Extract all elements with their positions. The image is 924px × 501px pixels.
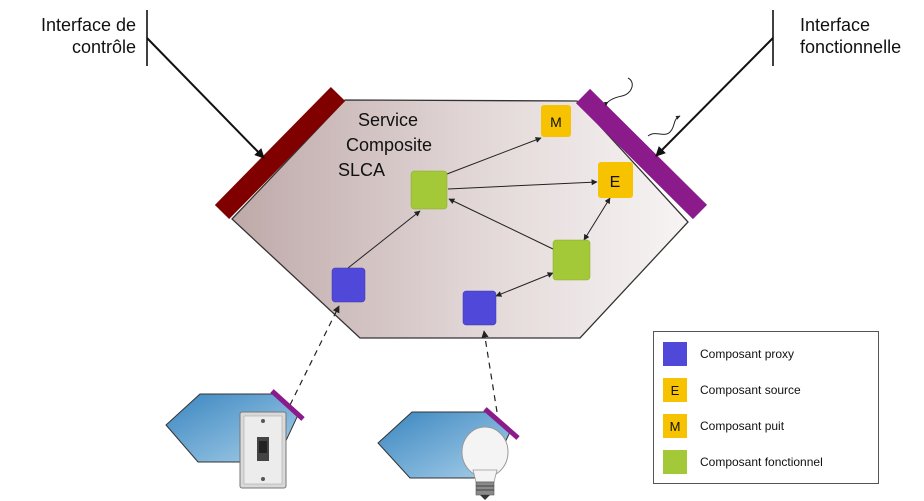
control-interface-label-line1: Interface de (40, 15, 136, 35)
legend-label-functional: Composant fonctionnel (700, 455, 823, 469)
bulb-base (475, 481, 495, 496)
legend-swatch-functional (663, 450, 687, 474)
legend-item-functional: Composant fonctionnel (663, 449, 823, 475)
legend-swatch-sink: M (663, 414, 687, 438)
switch-screw-top (261, 419, 265, 423)
wavy-arrow-out (647, 115, 681, 137)
proxy-component-2 (462, 290, 497, 326)
link-e-func2 (583, 197, 611, 241)
service-label-line1: Service (358, 110, 418, 130)
legend-symbol-source: E (670, 382, 680, 398)
link-func1-m (446, 137, 542, 175)
switch-screw-bottom (261, 477, 265, 481)
legend-item-source: E Composant source (663, 377, 801, 403)
functional-component-1 (410, 170, 448, 210)
source-component (598, 162, 633, 198)
proxy-component-1 (331, 267, 366, 303)
control-interface-label: Interface de contrôle (8, 14, 136, 58)
functional-interface-bar (575, 88, 708, 220)
legend-label-source: Composant source (700, 383, 801, 397)
source-component-letter: E (610, 174, 621, 191)
functional-interface-label: Interface fonctionnelle (800, 14, 924, 58)
legend: Composant proxy E Composant source M Com… (653, 331, 879, 484)
legend-label-sink: Composant puit (700, 419, 785, 433)
service-label-line3: SLCA (338, 160, 385, 180)
switch-device-interface (270, 389, 305, 421)
control-interface-arrow (146, 37, 265, 159)
link-proxy2-func2 (495, 272, 554, 297)
functional-interface-label-line2: fonctionnelle (800, 37, 902, 57)
service-label-line2: Composite (346, 135, 432, 155)
functional-component-2 (552, 239, 591, 281)
bulb-neck (472, 469, 498, 483)
sink-component (541, 105, 571, 137)
bulb-device-interface (483, 407, 520, 440)
legend-item-proxy: Composant proxy (663, 341, 794, 367)
legend-label-proxy: Composant proxy (700, 347, 795, 361)
switch-dashed-arrow (289, 305, 340, 406)
bulb-dashed-arrow (481, 330, 498, 413)
control-interface-label-line2: contrôle (71, 37, 136, 57)
bulb-device (377, 407, 520, 500)
functional-interface-arrow (655, 37, 774, 157)
bulb-tip (480, 495, 490, 500)
service-label: Service Composite SLCA (338, 110, 437, 180)
functional-interface-label-line1: Interface (800, 15, 871, 35)
bulb-glass (461, 426, 509, 478)
legend-item-sink: M Composant puit (663, 413, 784, 439)
legend-swatch-proxy (663, 342, 687, 366)
legend-symbol-sink: M (669, 418, 681, 434)
link-func2-func1 (448, 198, 554, 250)
link-func1-e (447, 179, 598, 190)
switch-device (165, 389, 305, 489)
switch-toggle (259, 441, 267, 453)
control-interface-bar (214, 86, 346, 220)
sink-component-letter: M (550, 114, 562, 130)
link-proxy1-func1 (347, 210, 421, 269)
wavy-arrow-in (604, 77, 633, 107)
legend-swatch-source: E (663, 378, 687, 402)
